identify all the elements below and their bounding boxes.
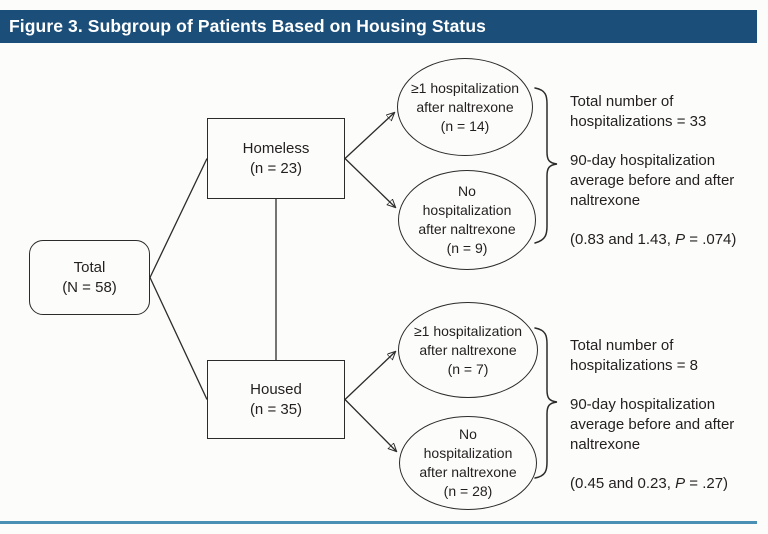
figure-title-bar: Figure 3. Subgroup of Patients Based on … [0, 10, 757, 43]
arrow-homeless-to-hosp [344, 113, 394, 159]
node-housed-label: Housed (n = 35) [249, 380, 303, 418]
stat-prefix: (0.45 and 0.23, [570, 475, 676, 492]
node-homeless-not-hospitalized-label: No hospitalization after naltrexone (n =… [418, 183, 516, 256]
arrow-housed-to-hosp [344, 352, 395, 400]
stat-prefix: (0.83 and 1.43, [570, 231, 676, 248]
stat-p-symbol: P [675, 231, 686, 248]
stat-p-symbol: P [675, 475, 686, 492]
stat-suffix: = .074) [685, 231, 737, 248]
arrow-homeless-to-nohosp [344, 158, 395, 208]
node-homeless-hospitalized: ≥1 hospitalization after naltrexone (n =… [397, 58, 533, 156]
annotation-homeless-average: 90-day hospitalization average before an… [570, 152, 735, 209]
figure-title: Figure 3. Subgroup of Patients Based on … [9, 16, 486, 36]
annotation-housed-group: Total number of hospitalizations = 8 90-… [570, 336, 766, 494]
arrow-housed-to-nohosp [344, 399, 396, 452]
node-housed-not-hospitalized-label: No hospitalization after naltrexone (n =… [419, 426, 517, 499]
node-total-label: Total (N = 58) [62, 258, 117, 296]
node-homeless-hospitalized-label: ≥1 hospitalization after naltrexone (n =… [410, 79, 520, 134]
bottom-rule [0, 521, 757, 524]
annotation-housed-average: 90-day hospitalization average before an… [570, 396, 735, 453]
node-housed-hospitalized-label: ≥1 hospitalization after naltrexone (n =… [413, 322, 523, 377]
stat-suffix: = .27) [685, 475, 729, 492]
brace-housed-group [534, 327, 558, 479]
node-housed-not-hospitalized: No hospitalization after naltrexone (n =… [399, 416, 537, 510]
connector-total-homeless [149, 158, 208, 278]
annotation-housed-total-hospitalizations: Total number of hospitalizations = 8 [570, 337, 698, 374]
node-homeless-not-hospitalized: No hospitalization after naltrexone (n =… [398, 170, 536, 270]
node-total: Total (N = 58) [29, 240, 150, 315]
brace-homeless-group [534, 87, 558, 244]
node-housed-hospitalized: ≥1 hospitalization after naltrexone (n =… [398, 302, 538, 398]
annotation-housed-stat: (0.45 and 0.23, P = .27) [570, 474, 766, 494]
annotation-homeless-total-hospitalizations: Total number of hospitalizations = 33 [570, 93, 707, 130]
connector-total-housed [149, 277, 208, 400]
node-homeless-label: Homeless (n = 23) [242, 139, 310, 177]
annotation-homeless-stat: (0.83 and 1.43, P = .074) [570, 230, 766, 250]
node-housed: Housed (n = 35) [207, 360, 345, 439]
annotation-homeless-group: Total number of hospitalizations = 33 90… [570, 92, 766, 250]
node-homeless: Homeless (n = 23) [207, 118, 345, 199]
